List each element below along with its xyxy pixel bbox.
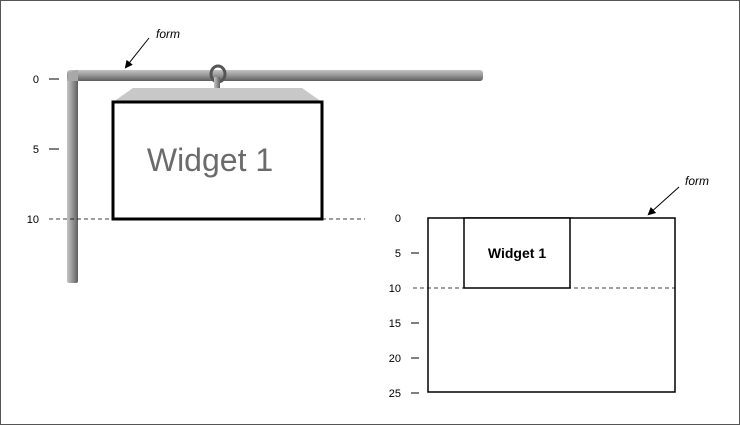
tick-label-0: 0: [33, 74, 39, 86]
pipe-horizontal: [67, 70, 483, 81]
widget-box-large: [111, 100, 324, 221]
right-diagram: Widget 1 0 5 10 15 20 25 form: [389, 174, 709, 400]
tick-label-20: 20: [389, 353, 401, 365]
tick-label-15: 15: [389, 318, 401, 330]
tick-label-10: 10: [389, 283, 401, 295]
widget-label-small: Widget 1: [488, 245, 546, 261]
tick-label-5: 5: [395, 248, 401, 260]
tick-label-5: 5: [33, 144, 39, 156]
form-arrow-right: [647, 186, 680, 216]
pipe-vertical: [67, 71, 78, 283]
right-axis: 0 5 10 15 20 25: [389, 213, 419, 400]
shelf: [113, 88, 322, 102]
left-axis: 0 5 10: [27, 74, 59, 226]
left-diagram: Widget 1 0 5 10 form: [27, 27, 483, 283]
tick-label-10: 10: [27, 214, 39, 226]
widget-box-small: [463, 217, 571, 289]
widget-label-large: Widget 1: [147, 142, 273, 178]
tick-label-0: 0: [395, 213, 401, 225]
form-arrow-left: [124, 37, 150, 69]
form-label-right: form: [685, 174, 709, 188]
form-label-left: form: [156, 27, 180, 41]
pipe-elbow: [67, 70, 78, 81]
tick-label-25: 25: [389, 388, 401, 400]
